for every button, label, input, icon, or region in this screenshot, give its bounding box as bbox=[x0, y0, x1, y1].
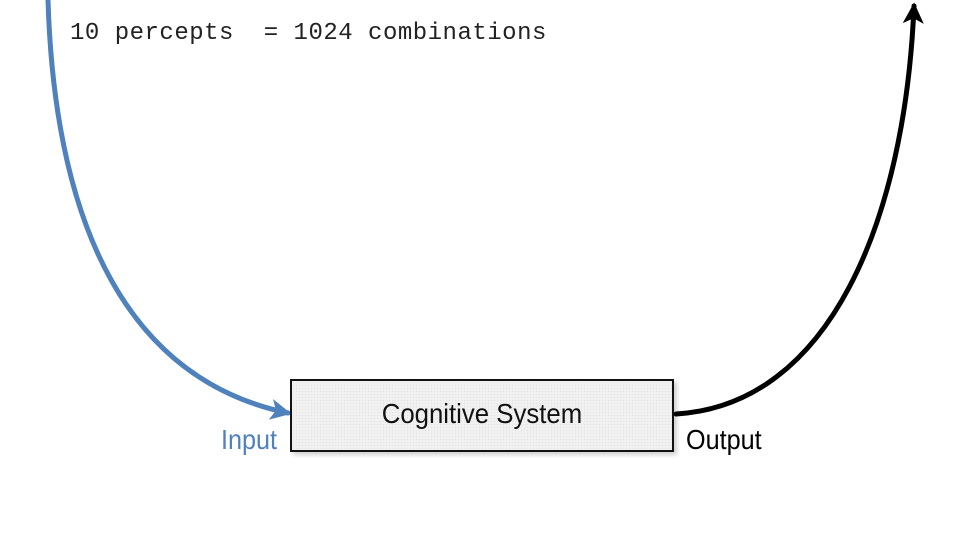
input-arrow bbox=[45, 0, 292, 420]
cognitive-system-label: Cognitive System bbox=[381, 397, 583, 429]
cognitive-system-box: Cognitive System bbox=[290, 379, 674, 452]
input-label: Input bbox=[221, 424, 278, 455]
output-label: Output bbox=[686, 424, 762, 455]
output-arrow bbox=[673, 2, 924, 417]
combinations-caption: 10 percepts = 1024 combinations bbox=[70, 20, 547, 47]
